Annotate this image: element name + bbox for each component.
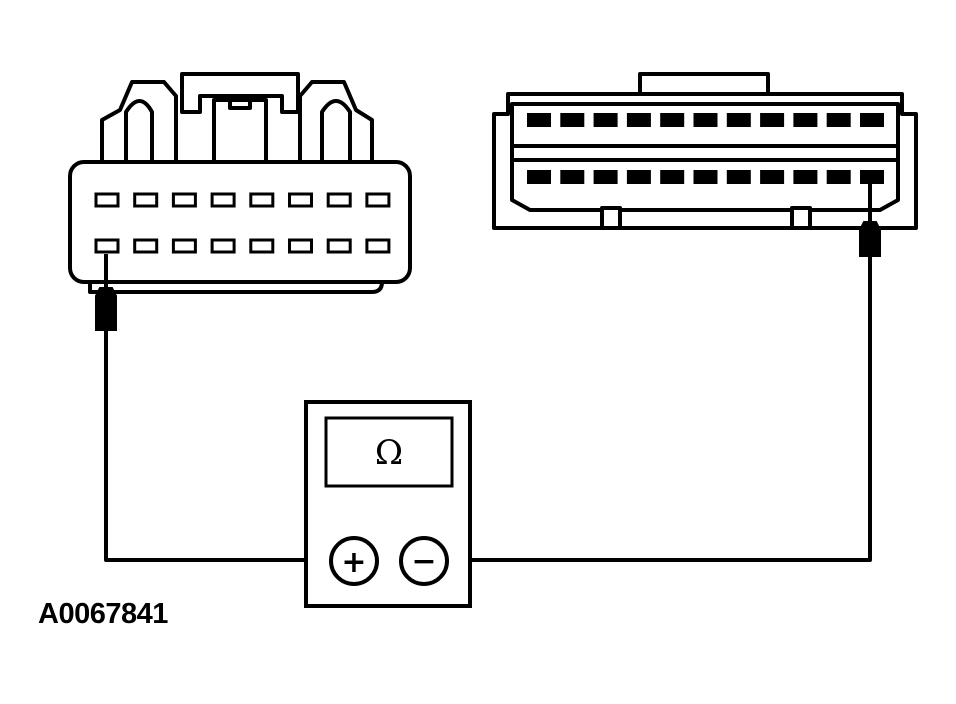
right-connector-pin xyxy=(860,170,884,184)
left-connector-pin xyxy=(171,238,197,254)
right-connector-foot-left xyxy=(600,206,622,230)
left-connector-pin xyxy=(210,192,236,208)
left-connector-latch-left xyxy=(100,80,178,167)
test-leads xyxy=(104,180,872,562)
left-connector-pin xyxy=(210,238,236,254)
right-connector-pin xyxy=(760,170,785,184)
left-connector xyxy=(68,72,412,294)
right-connector-foot-right xyxy=(790,206,812,230)
figure-reference-code: A0067841 xyxy=(38,598,168,630)
right-connector-pin xyxy=(826,170,851,184)
negative-lead-wire xyxy=(446,180,872,562)
right-connector-pin xyxy=(793,170,818,184)
left-connector-pin xyxy=(288,238,313,254)
left-connector-pin xyxy=(326,192,352,208)
right-connector-pin xyxy=(693,170,718,184)
right-connector-pin xyxy=(726,113,751,127)
right-connector-pin xyxy=(826,113,851,127)
right-connector-pin xyxy=(860,113,884,127)
left-connector-pin xyxy=(288,192,313,208)
right-connector xyxy=(492,72,918,230)
left-connector-body xyxy=(68,160,412,284)
right-connector-top-key xyxy=(638,72,770,94)
right-connector-pin xyxy=(626,113,651,127)
left-connector-pin xyxy=(133,192,159,208)
left-connector-pin xyxy=(365,238,391,254)
probe-tips xyxy=(95,221,881,331)
negative-probe-tip xyxy=(859,221,881,257)
right-connector-pin xyxy=(693,113,718,127)
right-connector-pin xyxy=(626,170,651,184)
ohm-symbol: Ω xyxy=(375,433,403,473)
right-connector-pin xyxy=(760,113,785,127)
positive-probe-tip xyxy=(95,287,117,331)
right-connector-pin xyxy=(660,170,685,184)
left-connector-pin xyxy=(94,238,120,254)
positive-terminal-sign: + xyxy=(341,545,366,580)
right-connector-pin xyxy=(527,170,551,184)
left-connector-pin xyxy=(365,192,391,208)
left-connector-pin xyxy=(249,192,275,208)
right-connector-pin xyxy=(593,170,618,184)
right-connector-pins xyxy=(527,113,884,184)
negative-terminal xyxy=(399,536,449,586)
right-connector-pin xyxy=(527,113,551,127)
left-connector-pin xyxy=(326,238,352,254)
right-connector-pin xyxy=(793,113,818,127)
right-connector-pin xyxy=(560,170,585,184)
left-connector-pin xyxy=(94,192,120,208)
right-connector-pin xyxy=(560,113,585,127)
left-connector-pin xyxy=(133,238,159,254)
right-connector-pin xyxy=(660,113,685,127)
positive-terminal xyxy=(329,536,379,586)
left-connector-latch-right xyxy=(298,80,374,167)
left-connector-lock-tab xyxy=(180,72,300,114)
positive-lead-wire xyxy=(104,254,334,562)
right-connector-pin xyxy=(593,113,618,127)
left-connector-pin xyxy=(249,238,275,254)
negative-terminal-sign: − xyxy=(411,544,436,579)
left-connector-pins xyxy=(94,192,391,254)
right-connector-pin xyxy=(726,170,751,184)
multimeter-display xyxy=(324,416,454,488)
left-connector-pin xyxy=(171,192,197,208)
multimeter: Ω + − xyxy=(304,400,472,608)
